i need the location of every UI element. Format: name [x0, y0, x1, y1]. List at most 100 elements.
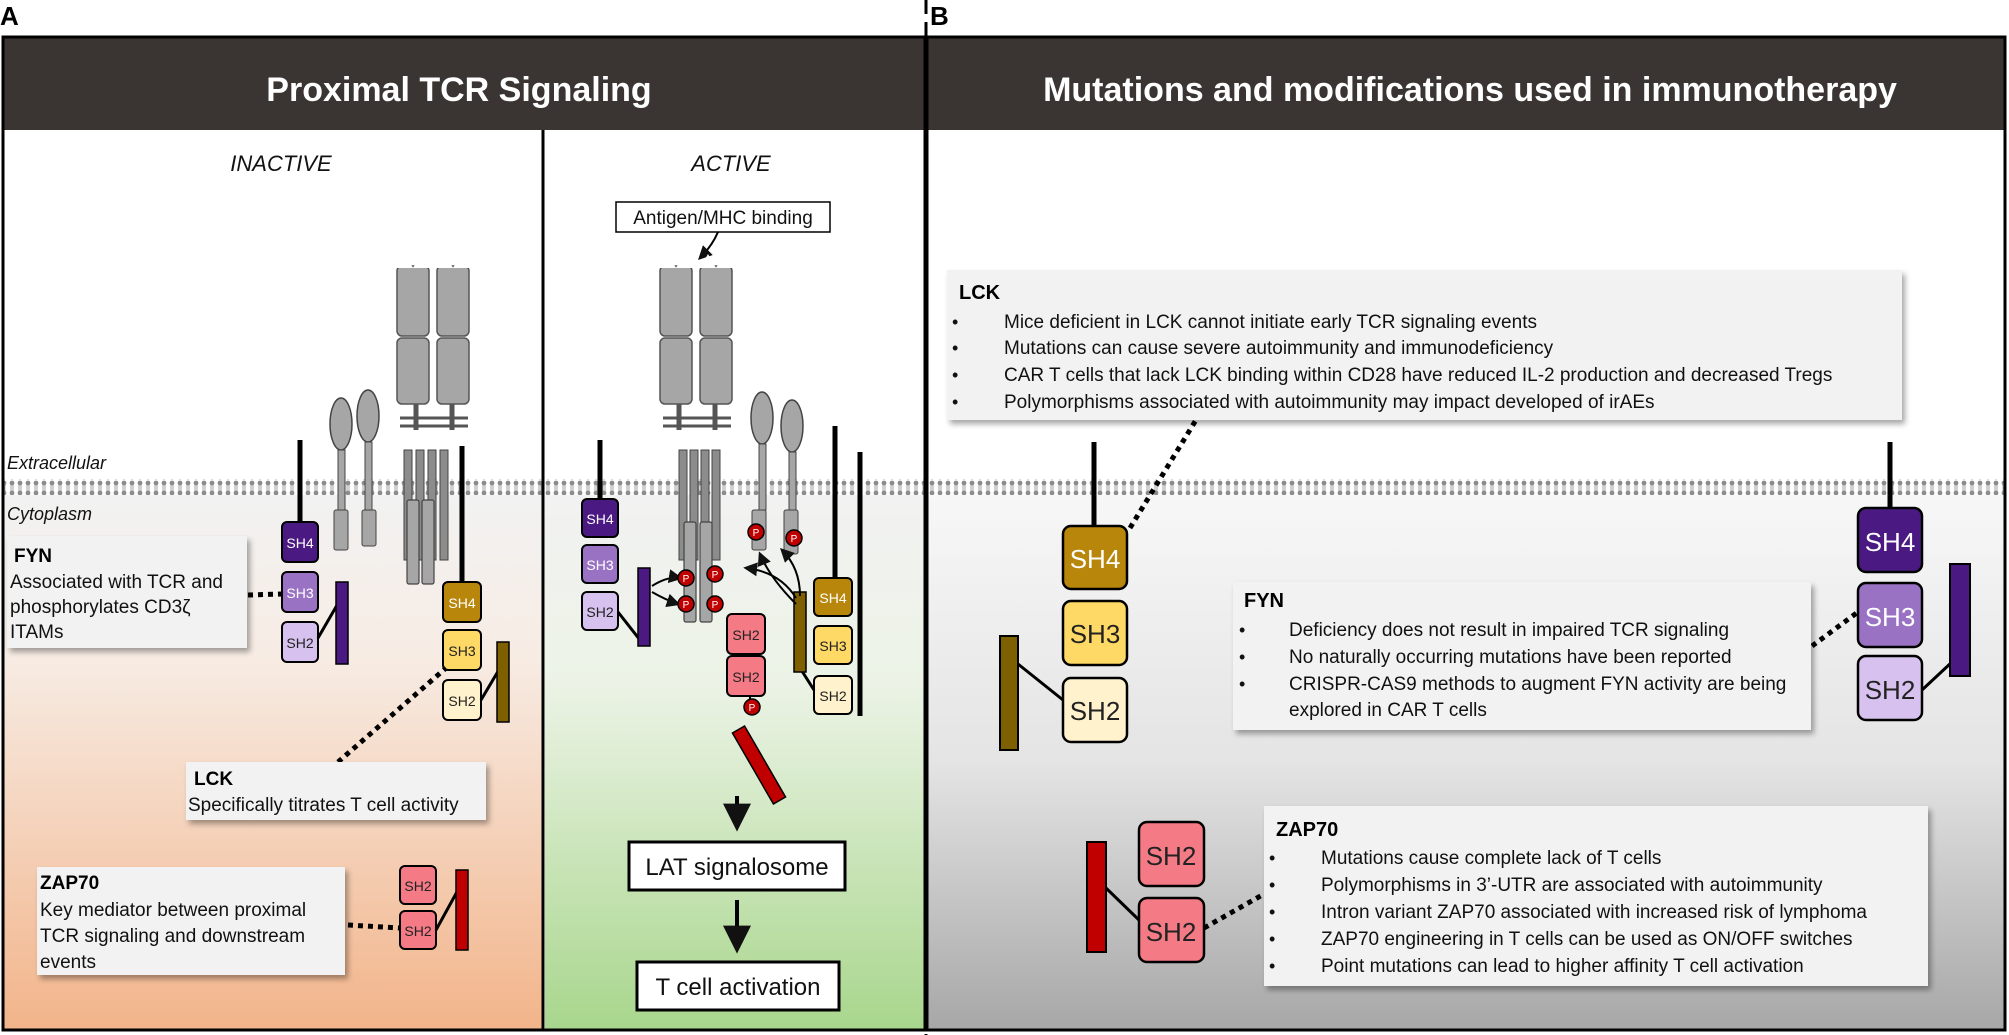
- zap70-kinase-domain: [731, 724, 787, 806]
- lck-sh3-label: SH3: [448, 643, 475, 659]
- svg-text:P: P: [753, 528, 760, 539]
- zap70-sh2-domain-1: [399, 865, 437, 905]
- callout-fyn-line: ITAMs: [10, 622, 63, 643]
- zap70-connector: [347, 922, 401, 931]
- phospho-site: P: [743, 698, 761, 716]
- lck-sh2-domain: [813, 675, 853, 715]
- lck-sh2-label: SH2: [448, 693, 475, 709]
- phospho-site: P: [747, 523, 765, 541]
- svg-text:Mice deficient in LCK cannot i: Mice deficient in LCK cannot initiate ea…: [1004, 312, 1537, 333]
- svg-text:P: P: [749, 703, 756, 714]
- zap70-sh2-label-2: SH2: [404, 923, 431, 939]
- callout-lck-b-bullet: • Polymorphisms associated with autoimmun…: [952, 392, 1655, 413]
- zap70-kinase-large: SH2 SH2: [1086, 820, 1206, 964]
- zap70-sh2-label-1: SH2: [404, 878, 431, 894]
- callout-lck-title: LCK: [194, 769, 233, 790]
- callout-fyn-line: Associated with TCR and: [10, 572, 223, 593]
- cytoplasm-label: Cytoplasm: [7, 504, 92, 524]
- lck-kinase-inactive: SH4 SH3 SH2: [442, 446, 510, 723]
- callout-lck-inactive: LCK Specifically titrates T cell activit…: [186, 762, 486, 820]
- fyn-sh3-domain: [581, 544, 619, 584]
- callout-fyn-b-title: FYN: [1244, 590, 1284, 612]
- zap70-connector-b: [1202, 891, 1266, 931]
- phospho-site: P: [706, 565, 724, 583]
- lck-sh2-domain-large: [1061, 676, 1129, 744]
- callout-lck-line: Specifically titrates T cell activity: [188, 795, 459, 816]
- svg-text:ZAP70 engineering in T cells c: ZAP70 engineering in T cells can be used…: [1321, 929, 1853, 950]
- lck-kinase-large: SH4 SH3 SH2: [999, 442, 1129, 751]
- panel-a-letter: A: [0, 1, 19, 31]
- callout-lck-b-bullet: • CAR T cells that lack LCK binding withi…: [952, 365, 1832, 386]
- svg-text:Point mutations can lead to hi: Point mutations can lead to higher affin…: [1321, 956, 1804, 977]
- lck-sh2-label-large: SH2: [1070, 696, 1121, 726]
- callout-zap70-b-title: ZAP70: [1276, 819, 1338, 841]
- zap70-kinase-inactive: SH2 SH2: [399, 865, 469, 951]
- callout-lck-b-bullet: •Mutations can cause severe autoimmunity…: [952, 338, 1554, 359]
- svg-text:•: •: [952, 365, 958, 385]
- zap70-sh2-domain-large-2: [1137, 896, 1206, 964]
- inactive-label: INACTIVE: [230, 151, 332, 176]
- lck-sh4-domain-large: [1061, 524, 1129, 591]
- lck-sh4-domain: [813, 577, 853, 617]
- svg-text:•: •: [1269, 848, 1275, 868]
- fyn-sh2-domain: [581, 591, 619, 631]
- panel-a-header: Proximal TCR Signaling: [266, 71, 651, 109]
- callout-zap70-b-bullet: •Mutations cause complete lack of T cell…: [1269, 848, 1661, 869]
- svg-text:•: •: [1269, 902, 1275, 922]
- zap70-kinase-domain: [455, 869, 469, 951]
- svg-text:P: P: [683, 600, 690, 611]
- fyn-sh2-label-large: SH2: [1865, 675, 1916, 705]
- fyn-sh4-label-large: SH4: [1865, 527, 1916, 557]
- svg-text:•: •: [1239, 647, 1245, 667]
- svg-text:•: •: [1239, 620, 1245, 640]
- zap70-sh2-domain-1: [726, 613, 766, 655]
- zap70-sh2-domain-2: [726, 655, 766, 697]
- lck-sh3-domain: [813, 625, 853, 665]
- svg-text:Polymorphisms associated with: Polymorphisms associated with autoimmuni…: [1004, 392, 1655, 413]
- extracellular-label: Extracellular: [7, 453, 107, 473]
- svg-text:•: •: [952, 312, 958, 332]
- callout-zap70-title: ZAP70: [40, 873, 99, 894]
- lck-sh3-domain: [442, 629, 482, 671]
- svg-text:CAR T cells that lack LCK bind: CAR T cells that lack LCK binding within…: [1004, 365, 1832, 386]
- svg-text:•: •: [1269, 956, 1275, 976]
- callout-fyn-b-bullet: •CRISPR-CAS9 methods to augment FYN acti…: [1239, 674, 1786, 695]
- fyn-kinase-domain: [335, 581, 349, 665]
- lck-sh3-label-large: SH3: [1070, 619, 1121, 649]
- zap70-sh2-label-2: SH2: [732, 669, 759, 685]
- fyn-sh2-label: SH2: [286, 635, 313, 651]
- svg-text:Intron variant ZAP70 associate: Intron variant ZAP70 associated with inc…: [1321, 902, 1867, 923]
- zap70-sh2-label-large-2: SH2: [1146, 917, 1197, 947]
- svg-text:•: •: [952, 338, 958, 358]
- lck-connector: [336, 666, 448, 764]
- callout-zap70-b-bullet: • Point mutations can lead to higher affi…: [1269, 956, 1804, 977]
- lck-sh4-label: SH4: [448, 595, 475, 611]
- fyn-kinase-domain: [637, 567, 651, 647]
- tcr-complex-inactive: [329, 253, 470, 585]
- fyn-sh3-label: SH3: [286, 585, 313, 601]
- fyn-kinase-inactive: SH4 SH3 SH2: [281, 440, 349, 665]
- fyn-sh4-domain: [581, 498, 619, 538]
- callout-lck-b: LCK • Mice deficient in LCK cannot initia…: [947, 270, 1902, 420]
- svg-text:•: •: [952, 392, 958, 412]
- lck-sh2-label: SH2: [819, 688, 846, 704]
- lck-sh4-domain: [442, 581, 482, 623]
- svg-text:CRISPR-CAS9 methods to augment: CRISPR-CAS9 methods to augment FYN activ…: [1289, 674, 1786, 695]
- callout-fyn-title: FYN: [14, 546, 52, 567]
- fyn-kinase-active: SH4 SH3 SH2: [581, 440, 683, 647]
- active-label: ACTIVE: [689, 151, 771, 176]
- lck-sh4-label: SH4: [819, 590, 846, 606]
- lat-signalosome-box: LAT signalosome: [627, 840, 847, 892]
- zap70-kinase-active: SH2 SH2: [726, 613, 787, 806]
- fyn-sh3-domain-large: [1856, 581, 1924, 649]
- fyn-sh2-label: SH2: [586, 604, 613, 620]
- callout-fyn-line: phosphorylates CD3ζ: [10, 597, 191, 618]
- svg-text:Deficiency does not result in: Deficiency does not result in impaired T…: [1289, 620, 1729, 641]
- fyn-kinase-large: SH4 SH3 SH2: [1856, 442, 1971, 722]
- callout-lck-b-title: LCK: [959, 282, 1001, 304]
- callout-zap70-inactive: ZAP70 Key mediator between proximal TCR …: [37, 867, 345, 975]
- svg-text:P: P: [683, 574, 690, 585]
- callout-fyn-b-continuation: explored in CAR T cells: [1289, 700, 1487, 721]
- lat-signalosome-label: LAT signalosome: [645, 854, 828, 881]
